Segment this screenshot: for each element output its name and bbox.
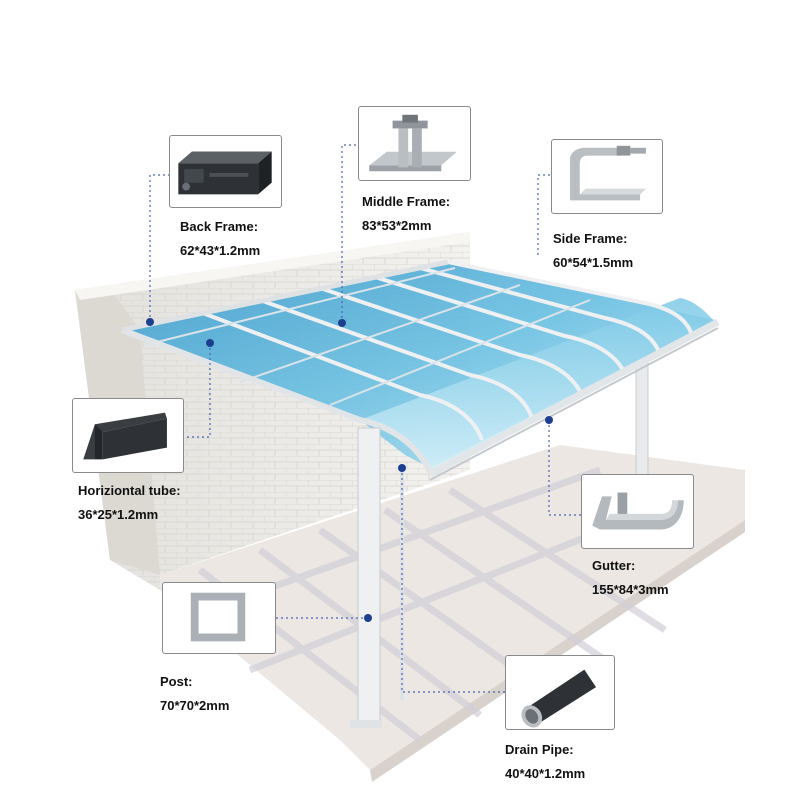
side-frame-dims: 60*54*1.5mm (553, 255, 634, 270)
post-label: Post: 70*70*2mm (160, 673, 229, 715)
callout-lines (149, 144, 582, 693)
gutter-thumbnail (581, 474, 694, 549)
gutter-name: Gutter: (592, 558, 636, 573)
callout-dots (146, 318, 553, 622)
horizontal-tube-label: Horiziontal tube: 36*25*1.2mm (78, 482, 181, 524)
back-frame-edge (121, 259, 449, 333)
horizontal-tube-dims: 36*25*1.2mm (78, 507, 159, 522)
post-name: Post: (160, 674, 193, 689)
purlins (144, 267, 591, 406)
gutter-profile-icon (592, 492, 684, 530)
horizontal-tube-profile-icon (83, 412, 167, 460)
front-post (350, 427, 382, 728)
gutter-edge (428, 318, 720, 478)
horizontal-tube-thumbnail (72, 398, 184, 473)
back-frame-dims: 62*43*1.2mm (180, 243, 261, 258)
back-frame-profile-icon (178, 151, 272, 195)
middle-frame-name: Middle Frame: (362, 194, 451, 209)
drain-pipe-label: Drain Pipe: 40*40*1.2mm (505, 741, 585, 783)
floor-edge (370, 520, 745, 782)
middle-frame-label: Middle Frame: 83*53*2mm (362, 193, 450, 235)
gutter-dims: 155*84*3mm (592, 582, 669, 597)
side-frame-edge (120, 327, 433, 474)
side-frame-thumbnail (551, 139, 663, 214)
middle-frame-thumbnail (358, 106, 471, 181)
side-frame-name: Side Frame: (553, 231, 628, 246)
middle-frame-dims: 83*53*2mm (362, 218, 432, 233)
post-profile-icon (190, 592, 246, 642)
drain-pipe-name: Drain Pipe: (505, 742, 574, 757)
back-frame-name: Back Frame: (180, 219, 259, 234)
roof-curve (360, 298, 715, 470)
side-frame-label: Side Frame: 60*54*1.5mm (553, 230, 633, 272)
back-frame-thumbnail (169, 135, 282, 208)
post-thumbnail (162, 582, 276, 654)
drain-pipe-thumbnail (505, 655, 615, 730)
drain-pipe-dims: 40*40*1.2mm (505, 766, 586, 781)
gutter-label: Gutter: 155*84*3mm (592, 557, 669, 599)
side-frame-profile-icon (570, 145, 646, 201)
drain-pipe-profile-icon (521, 669, 597, 728)
horizontal-tube-name: Horiziontal tube: (78, 483, 181, 498)
middle-frame-profile-icon (369, 114, 457, 172)
back-frame-label: Back Frame: 62*43*1.2mm (180, 218, 260, 260)
post-dims: 70*70*2mm (160, 698, 230, 713)
